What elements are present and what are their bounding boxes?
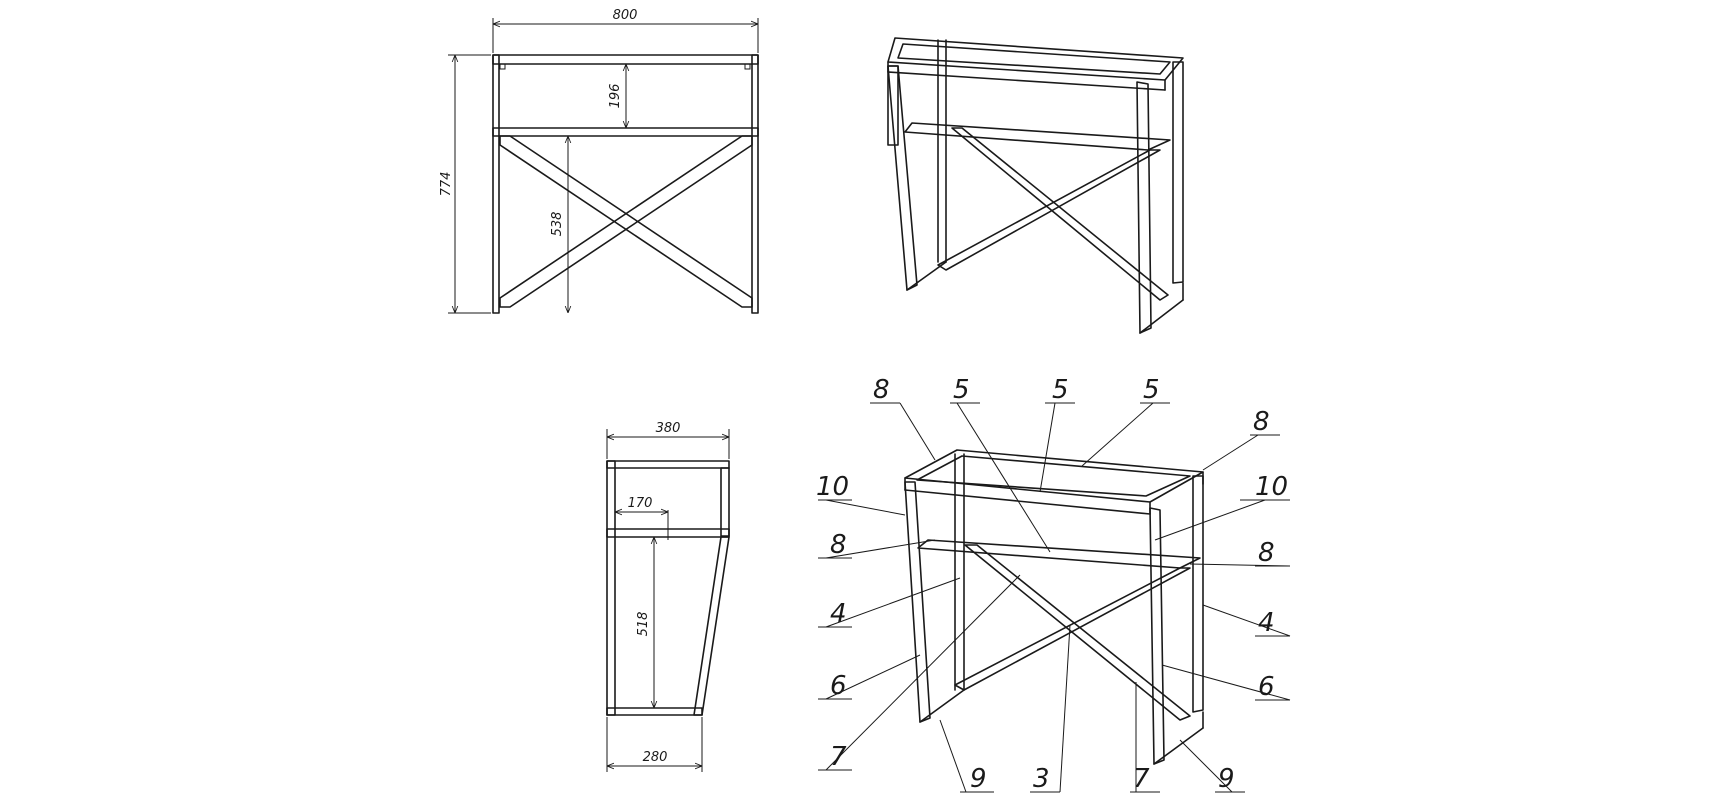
callout-4-right: 4 [1258, 608, 1275, 638]
front-view: 800 774 196 538 [439, 8, 759, 314]
callout-4-left: 4 [830, 599, 847, 629]
dim-front-width: 800 [613, 8, 638, 23]
callout-9-right: 9 [1218, 764, 1235, 794]
dim-side-shelf-depth: 170 [628, 496, 653, 511]
callout-7-right: 7 [1133, 764, 1150, 794]
callout-6-left: 6 [830, 671, 847, 701]
callout-8-mid-left: 8 [830, 530, 847, 560]
isometric-view-assembly [818, 402, 1291, 793]
dim-front-top-gap: 196 [608, 84, 623, 109]
dim-side-bottom-depth: 280 [643, 750, 668, 765]
callout-5-first: 5 [953, 375, 970, 405]
callout-5-third: 5 [1143, 375, 1160, 405]
callout-5-second: 5 [1052, 375, 1069, 405]
callout-7-left: 7 [830, 742, 847, 772]
callout-8-top-left: 8 [873, 375, 890, 405]
dim-side-top-depth: 380 [656, 421, 681, 436]
callout-labels: 8 5 5 5 8 10 10 8 8 4 4 6 6 7 9 3 7 9 [816, 375, 1288, 794]
callout-8-top-right: 8 [1253, 407, 1270, 437]
dim-side-lower: 518 [636, 612, 651, 637]
callout-9-left: 9 [970, 764, 987, 794]
isometric-view-top [887, 37, 1184, 334]
callout-10-right: 10 [1255, 472, 1288, 502]
callout-3: 3 [1033, 764, 1050, 794]
callout-6-right: 6 [1258, 672, 1275, 702]
dim-front-lower: 538 [550, 212, 565, 237]
side-view: 380 170 518 280 [606, 421, 730, 772]
callout-8-mid-right: 8 [1258, 538, 1275, 568]
dim-front-height: 774 [439, 172, 454, 197]
callout-10-left: 10 [816, 472, 849, 502]
